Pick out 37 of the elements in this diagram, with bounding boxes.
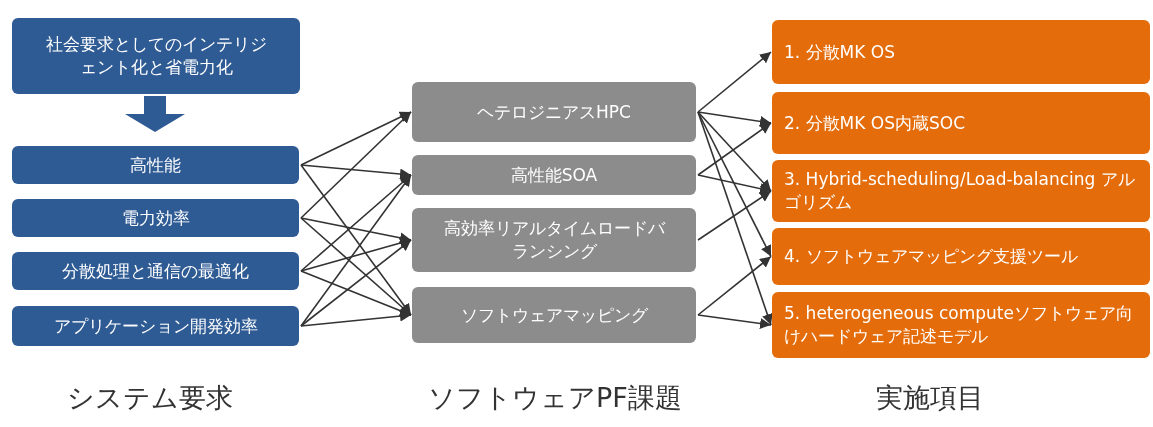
arrow	[300, 111, 412, 219]
requirement-box: アプリケーション開発効率	[12, 306, 299, 346]
task-box: 1. 分散MK OS	[772, 20, 1150, 84]
task-box: 3. Hybrid-scheduling/Load-balancing アルゴリズム	[772, 160, 1150, 222]
arrow	[697, 190, 772, 241]
issue-box: ヘテロジニアスHPC	[412, 82, 696, 142]
task-box: 4. ソフトウェアマッピング支援ツール	[772, 228, 1150, 285]
column-heading: ソフトウェアPF課題	[428, 381, 682, 415]
arrow	[697, 51, 772, 113]
block-arrow	[125, 96, 185, 132]
arrow	[300, 237, 412, 272]
requirement-box: 社会要求としてのインテリジェント化と省電力化	[12, 18, 300, 94]
column-heading: システム要求	[67, 381, 233, 415]
issue-box: 高効率リアルタイムロードバランシング	[412, 208, 696, 272]
arrow	[697, 111, 773, 326]
requirement-box: 分散処理と通信の最適化	[12, 252, 299, 290]
issue-box: ソフトウェアマッピング	[412, 287, 696, 343]
arrow	[697, 111, 772, 127]
arrow	[300, 270, 412, 316]
arrow	[697, 122, 772, 176]
arrow	[697, 111, 772, 192]
requirement-box: 電力効率	[12, 199, 299, 237]
column-heading: 実施項目	[876, 381, 984, 415]
task-box: 2. 分散MK OS内蔵SOC	[772, 92, 1150, 154]
arrow	[697, 174, 772, 194]
arrow	[300, 111, 412, 166]
arrow	[300, 217, 412, 244]
requirement-box: 高性能	[12, 146, 299, 184]
arrow	[300, 310, 412, 327]
arrow	[697, 314, 772, 329]
arrow	[300, 174, 412, 272]
arrow	[697, 111, 772, 258]
arrow	[300, 164, 412, 180]
arrow	[697, 255, 772, 316]
issue-box: 高性能SOA	[412, 155, 696, 195]
arrow	[300, 239, 412, 327]
task-box: 5. heterogeneous computeソフトウェア向けハードウェア記述モデル	[772, 292, 1150, 358]
